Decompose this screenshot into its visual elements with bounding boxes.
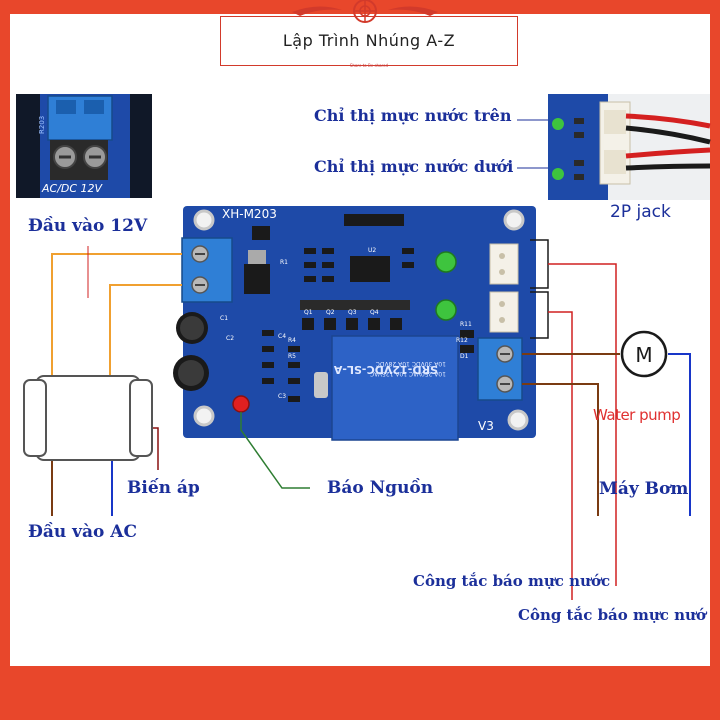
relay-rating-text-1: 10A 250VAC 10A 125VAC [370, 370, 446, 377]
silk-c2: C2 [226, 335, 234, 342]
wire-12v-bottom [109, 284, 182, 380]
logo-box: Lập Trình Nhúng A-Z Share to Be shared [220, 16, 518, 68]
wires [51, 119, 691, 600]
label-lower-level: Chỉ thị mực nước dưới [314, 157, 514, 176]
silk-d1: D1 [460, 353, 469, 360]
label-switch-1: Công tắc báo mực nước [413, 572, 611, 590]
transformer-icon [23, 375, 153, 461]
silk-r11: R11 [460, 321, 472, 328]
logo-emblem-icon [292, 0, 438, 23]
svg-text:R203: R203 [38, 116, 46, 134]
silk-c4: C4 [278, 333, 286, 340]
silk-q2: Q2 [326, 309, 335, 316]
silk-c3: C3 [278, 393, 286, 400]
wire-switch-1 [548, 263, 617, 586]
silk-r1: R1 [280, 259, 288, 266]
silk-q3: Q3 [348, 309, 357, 316]
label-power-indicator: Báo Nguồn [327, 478, 434, 498]
silk-u2: U2 [368, 247, 376, 254]
label-input-12v: Đầu vào 12V [28, 216, 148, 236]
label-upper-level: Chỉ thị mực nước trên [314, 106, 512, 125]
silk-r5: R5 [288, 353, 296, 360]
board-model-text: XH-M203 [222, 207, 277, 221]
silk-q4: Q4 [370, 309, 379, 316]
motor-icon: M [620, 330, 668, 378]
label-pump-vn: Máy Bơm [599, 479, 689, 499]
terminal-inset-photo: AC/DC 12V R203 [16, 94, 152, 198]
terminal-inset-label: AC/DC 12V [41, 182, 104, 195]
label-water-pump: Water pump [593, 406, 681, 424]
motor-label: M [635, 343, 652, 367]
board-version-text: V3 [478, 419, 494, 433]
silk-c1: C1 [220, 315, 228, 322]
wire-switch-2 [548, 311, 573, 600]
wire-12v-top [51, 253, 182, 380]
relay-model-text: SRD-12VDC-SL-A [333, 363, 438, 376]
wire-pump-brown-2 [522, 383, 599, 516]
pcb-board: SRD-12VDC-SL-A 10A 250VAC 10A 125VAC 10A… [173, 206, 536, 441]
silk-q1: Q1 [304, 309, 313, 316]
logo-title: Lập Trình Nhúng A-Z [282, 31, 456, 50]
label-input-ac: Đầu vào AC [28, 522, 138, 542]
logo-subtitle: Share to Be shared [349, 63, 389, 68]
silk-r4: R4 [288, 337, 296, 344]
relay-rating-text-2: 10A 30VDC 10A 28VDC [376, 360, 446, 367]
jack-inset-photo [548, 94, 711, 200]
silk-r12: R12 [456, 337, 468, 344]
label-switch-2: Công tắc báo mực nướ [518, 606, 706, 624]
wire-pump-blue [668, 353, 691, 516]
label-jack: 2P jack [610, 202, 671, 222]
label-transformer: Biến áp [127, 478, 200, 498]
